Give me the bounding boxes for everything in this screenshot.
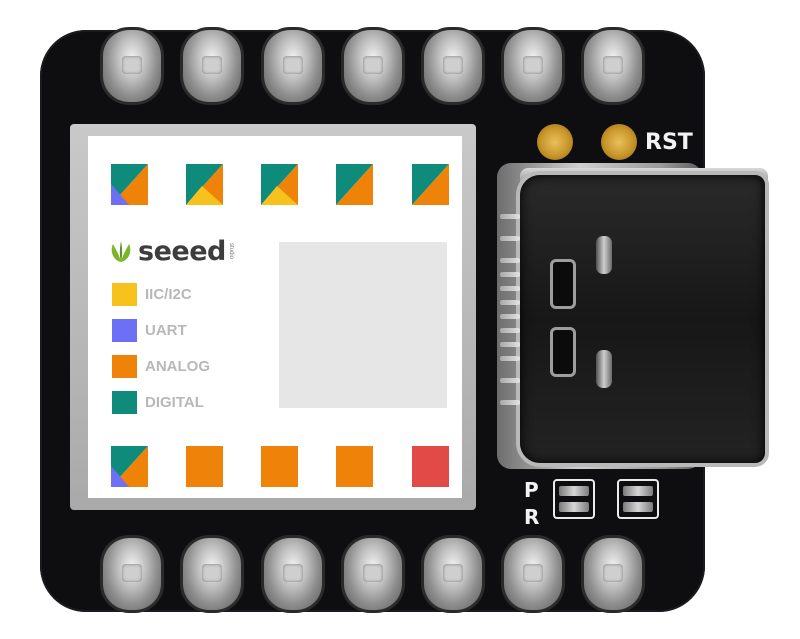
led-left-top [559, 486, 589, 496]
usb-c-connector [520, 175, 765, 463]
usb-pin [500, 356, 520, 361]
led-footprint-right [617, 479, 659, 519]
top-pad-1 [103, 30, 161, 102]
legend-label: UART [145, 321, 187, 339]
bottom-pad-4 [344, 538, 402, 610]
brand-subtext: studio [227, 243, 234, 260]
brand-name: seeed [138, 236, 226, 267]
usb-pin [500, 378, 520, 383]
pin-marker-bottom-1 [111, 446, 148, 487]
usb-pin [500, 214, 520, 219]
legend-swatch [112, 354, 137, 378]
usb-pin [500, 328, 520, 333]
usb-pin [500, 286, 520, 291]
bottom-pad-1 [103, 538, 161, 610]
usb-shield-tab [596, 236, 612, 274]
legend-swatch [112, 318, 137, 342]
bottom-pad-5 [424, 538, 482, 610]
top-pad-4 [344, 30, 402, 102]
pin-legend: IIC/I2C UART ANALOG DIGITAL [112, 276, 210, 420]
rst-label: RST [645, 130, 693, 155]
bottom-pad-3 [264, 538, 322, 610]
led-left-bottom [559, 502, 589, 512]
legend-item-i2c: IIC/I2C [112, 276, 210, 312]
pin-marker-bottom-4 [336, 446, 373, 487]
usb-slot [553, 330, 573, 374]
usb-pin [500, 236, 520, 241]
legend-swatch [112, 282, 137, 306]
leaf-logo-icon [111, 240, 131, 262]
legend-item-analog: ANALOG [112, 348, 210, 384]
brand-logo: seeed studio [108, 238, 234, 265]
legend-label: DIGITAL [145, 393, 204, 411]
bottom-pad-7 [584, 538, 642, 610]
top-pad-3 [264, 30, 322, 102]
legend-item-digital: DIGITAL [112, 384, 210, 420]
pin-marker-bottom-2 [186, 446, 223, 487]
gold-via-icon [537, 124, 573, 160]
pin-marker-top-3 [261, 164, 298, 205]
usb-pin [500, 400, 520, 405]
legend-swatch [112, 390, 137, 414]
gold-via-icon [601, 124, 637, 160]
legend-label: IIC/I2C [145, 285, 192, 303]
usb-pin [500, 300, 520, 305]
pin-marker-top-5 [412, 164, 449, 205]
pin-marker-top-4 [336, 164, 373, 205]
pin-marker-bottom-3 [261, 446, 298, 487]
usb-pin [500, 342, 520, 347]
pin-marker-top-2 [186, 164, 223, 205]
top-pad-7 [584, 30, 642, 102]
led-right-bottom [623, 502, 653, 512]
top-pad-5 [424, 30, 482, 102]
usb-slot [553, 262, 573, 306]
top-pad-6 [504, 30, 562, 102]
usb-shield-tab [596, 350, 612, 388]
pin-marker-top-1 [111, 164, 148, 205]
label-blank-area [279, 242, 447, 408]
r-label: R [524, 505, 540, 529]
top-pad-2 [183, 30, 241, 102]
pin-marker-bottom-5 [412, 446, 449, 487]
legend-item-uart: UART [112, 312, 210, 348]
usb-pin [500, 272, 520, 277]
p-label: P [524, 478, 539, 502]
usb-pin [500, 314, 520, 319]
bottom-pad-2 [183, 538, 241, 610]
usb-pin [500, 258, 520, 263]
led-right-top [623, 486, 653, 496]
led-footprint-left [553, 479, 595, 519]
legend-label: ANALOG [145, 357, 210, 375]
bottom-pad-6 [504, 538, 562, 610]
